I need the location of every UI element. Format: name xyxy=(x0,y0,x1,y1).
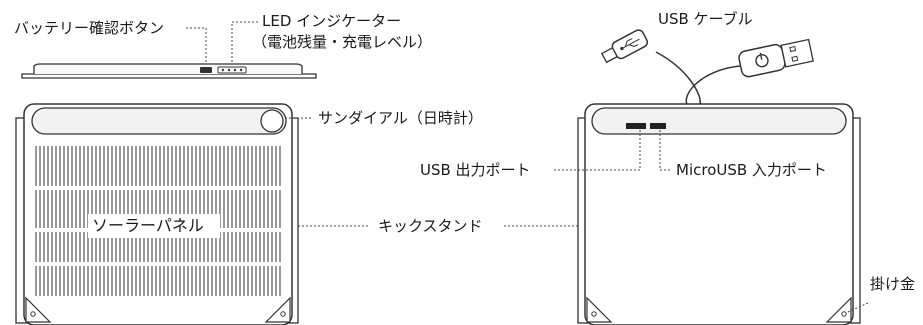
usb-plug-right xyxy=(738,38,814,78)
sundial xyxy=(260,109,284,133)
battery-button-leader xyxy=(186,27,207,64)
solar-panel-label: ソーラーパネル xyxy=(92,216,204,235)
back-panel-body xyxy=(584,103,854,325)
usb-cable-drawing xyxy=(600,29,814,111)
led-indicator-sublabel: （電池残量・充電レベル） xyxy=(252,33,433,51)
usb-output-leader xyxy=(552,130,641,171)
front-panel xyxy=(15,103,370,325)
back-handle-bar xyxy=(591,107,847,135)
usb-icon xyxy=(620,37,640,51)
kickstand-label: キックスタンド xyxy=(378,217,483,235)
sundial-label: サンダイアル（日時計） xyxy=(318,109,483,127)
usb-cable-label: USB ケーブル xyxy=(658,10,753,28)
microusb-input-port xyxy=(650,123,666,129)
side-view-flange xyxy=(21,73,317,79)
front-handle-bar xyxy=(31,107,287,135)
solar-panel-label-bg xyxy=(88,214,220,238)
back-panel xyxy=(504,103,871,325)
led-indicator-label: LED インジケーター xyxy=(262,12,402,30)
usb-output-port-label: USB 出力ポート xyxy=(420,161,531,179)
led-leader xyxy=(231,21,258,64)
usb-output-port xyxy=(626,123,646,129)
led-indicator xyxy=(217,66,247,74)
hanging-hook-label: 掛け金 xyxy=(870,275,916,293)
hook-leader xyxy=(847,301,871,313)
microusb-input-port-label: MicroUSB 入力ポート xyxy=(676,161,827,179)
battery-check-button-label: バッテリー確認ボタン xyxy=(14,19,165,37)
usb-cable-wire xyxy=(655,51,741,111)
led-dots xyxy=(221,68,243,72)
power-icon xyxy=(755,52,769,68)
side-view-body xyxy=(33,63,303,74)
usb-plug-left xyxy=(600,29,649,64)
microusb-leader xyxy=(659,130,672,171)
battery-check-button xyxy=(200,67,212,73)
side-view xyxy=(21,21,317,79)
